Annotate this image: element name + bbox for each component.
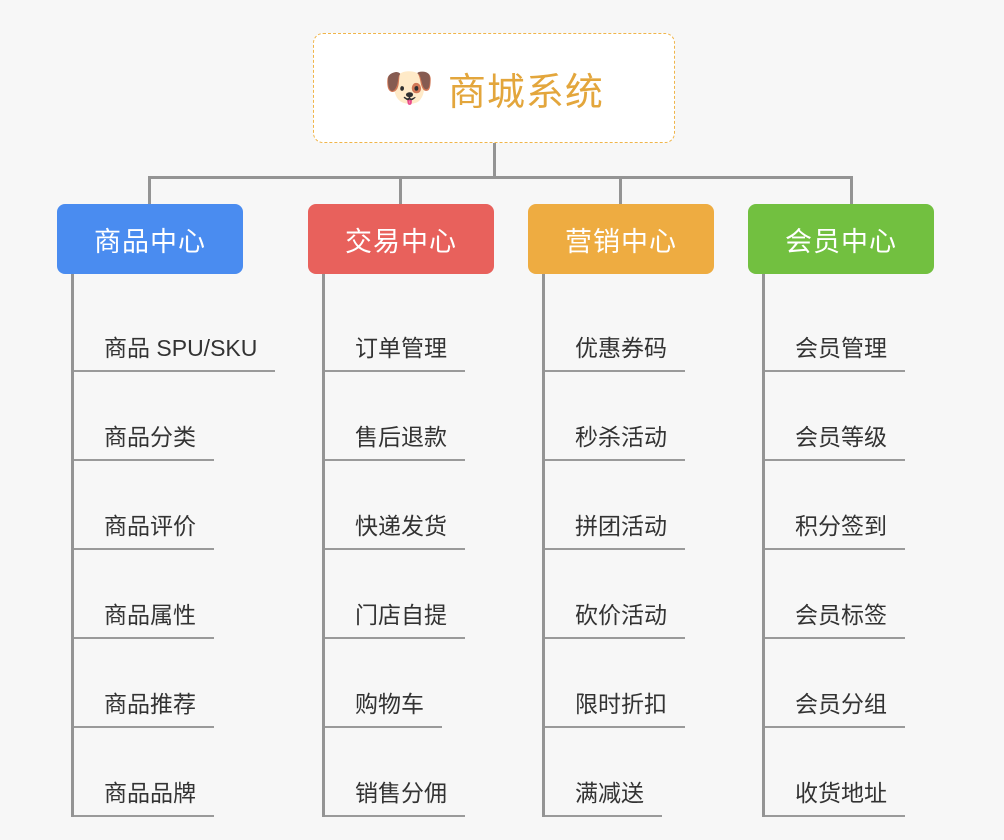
leaf-label: 收货地址 (765, 780, 905, 817)
list-item[interactable]: 购物车 (325, 639, 494, 728)
leaf-label: 商品 SPU/SKU (74, 335, 276, 372)
connector-drop-4 (850, 176, 853, 206)
leaf-label: 砍价活动 (545, 602, 685, 639)
leaf-label: 秒杀活动 (545, 424, 685, 461)
list-item[interactable]: 砍价活动 (545, 550, 714, 639)
list-item[interactable]: 会员管理 (765, 283, 934, 372)
list-item[interactable]: 限时折扣 (545, 639, 714, 728)
leaf-label: 满减送 (545, 780, 662, 817)
leaf-label: 商品属性 (74, 602, 214, 639)
list-item[interactable]: 会员标签 (765, 550, 934, 639)
leaf-label: 快递发货 (325, 513, 465, 550)
leaf-label: 会员分组 (765, 691, 905, 728)
leaf-label: 拼团活动 (545, 513, 685, 550)
list-item[interactable]: 商品 SPU/SKU (74, 283, 276, 372)
leaf-label: 积分签到 (765, 513, 905, 550)
leaf-label: 会员标签 (765, 602, 905, 639)
list-item[interactable]: 收货地址 (765, 728, 934, 817)
leaf-label: 售后退款 (325, 424, 465, 461)
leaf-list-3: 会员管理 会员等级 积分签到 会员标签 会员分组 收货地址 (762, 274, 934, 817)
column-header-2[interactable]: 营销中心 (528, 204, 714, 274)
root-title: 商城系统 (447, 71, 604, 114)
leaf-label: 销售分佣 (325, 780, 465, 817)
leaf-label: 门店自提 (325, 602, 465, 639)
list-item[interactable]: 拼团活动 (545, 461, 714, 550)
list-item[interactable]: 门店自提 (325, 550, 494, 639)
shiba-dog-face-icon: 🐶 (384, 66, 434, 110)
leaf-label: 优惠券码 (545, 335, 685, 372)
list-item[interactable]: 积分签到 (765, 461, 934, 550)
leaf-label: 购物车 (325, 691, 442, 728)
connector-horizontal-bus (148, 176, 853, 179)
list-item[interactable]: 满减送 (545, 728, 714, 817)
list-item[interactable]: 商品分类 (74, 372, 243, 461)
connector-drop-2 (399, 176, 402, 206)
list-item[interactable]: 商品评价 (74, 461, 243, 550)
leaf-label: 商品品牌 (74, 780, 214, 817)
list-item[interactable]: 商品品牌 (74, 728, 243, 817)
leaf-list-1: 订单管理 售后退款 快递发货 门店自提 购物车 销售分佣 (322, 274, 494, 817)
leaf-label: 会员管理 (765, 335, 905, 372)
list-item[interactable]: 售后退款 (325, 372, 494, 461)
connector-drop-3 (619, 176, 622, 206)
list-item[interactable]: 商品推荐 (74, 639, 243, 728)
list-item[interactable]: 快递发货 (325, 461, 494, 550)
list-item[interactable]: 会员分组 (765, 639, 934, 728)
column-commodity-center: 商品中心 商品 SPU/SKU 商品分类 商品评价 商品属性 商品推荐 商品品牌 (57, 204, 276, 817)
leaf-label: 商品分类 (74, 424, 214, 461)
list-item[interactable]: 销售分佣 (325, 728, 494, 817)
leaf-label: 限时折扣 (545, 691, 685, 728)
leaf-label: 会员等级 (765, 424, 905, 461)
column-marketing-center: 营销中心 优惠券码 秒杀活动 拼团活动 砍价活动 限时折扣 满减送 (528, 204, 714, 817)
root-node[interactable]: 🐶 商城系统 (313, 33, 675, 143)
leaf-label: 商品推荐 (74, 691, 214, 728)
connector-root-stem (493, 143, 496, 177)
list-item[interactable]: 优惠券码 (545, 283, 714, 372)
leaf-label: 订单管理 (325, 335, 465, 372)
column-header-1[interactable]: 交易中心 (308, 204, 494, 274)
connector-drop-1 (148, 176, 151, 206)
leaf-label: 商品评价 (74, 513, 214, 550)
leaf-list-2: 优惠券码 秒杀活动 拼团活动 砍价活动 限时折扣 满减送 (542, 274, 714, 817)
list-item[interactable]: 订单管理 (325, 283, 494, 372)
list-item[interactable]: 商品属性 (74, 550, 243, 639)
leaf-list-0: 商品 SPU/SKU 商品分类 商品评价 商品属性 商品推荐 商品品牌 (71, 274, 276, 817)
list-item[interactable]: 秒杀活动 (545, 372, 714, 461)
column-transaction-center: 交易中心 订单管理 售后退款 快递发货 门店自提 购物车 销售分佣 (308, 204, 494, 817)
list-item[interactable]: 会员等级 (765, 372, 934, 461)
column-header-0[interactable]: 商品中心 (57, 204, 243, 274)
column-header-3[interactable]: 会员中心 (748, 204, 934, 274)
column-member-center: 会员中心 会员管理 会员等级 积分签到 会员标签 会员分组 收货地址 (748, 204, 934, 817)
